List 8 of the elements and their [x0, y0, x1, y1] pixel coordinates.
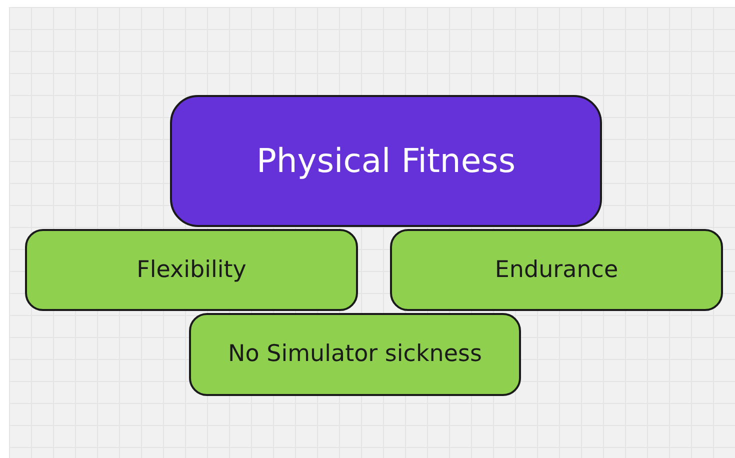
rounded-box — [25, 229, 358, 311]
rounded-box — [390, 229, 723, 311]
rounded-box — [189, 313, 521, 396]
box-label: Endurance — [494, 256, 618, 285]
box-label: Physical Fitness — [256, 140, 516, 182]
rounded-box — [170, 95, 602, 227]
box-label: Flexibility — [136, 256, 246, 285]
box-label: No Simulator sickness — [228, 340, 482, 370]
